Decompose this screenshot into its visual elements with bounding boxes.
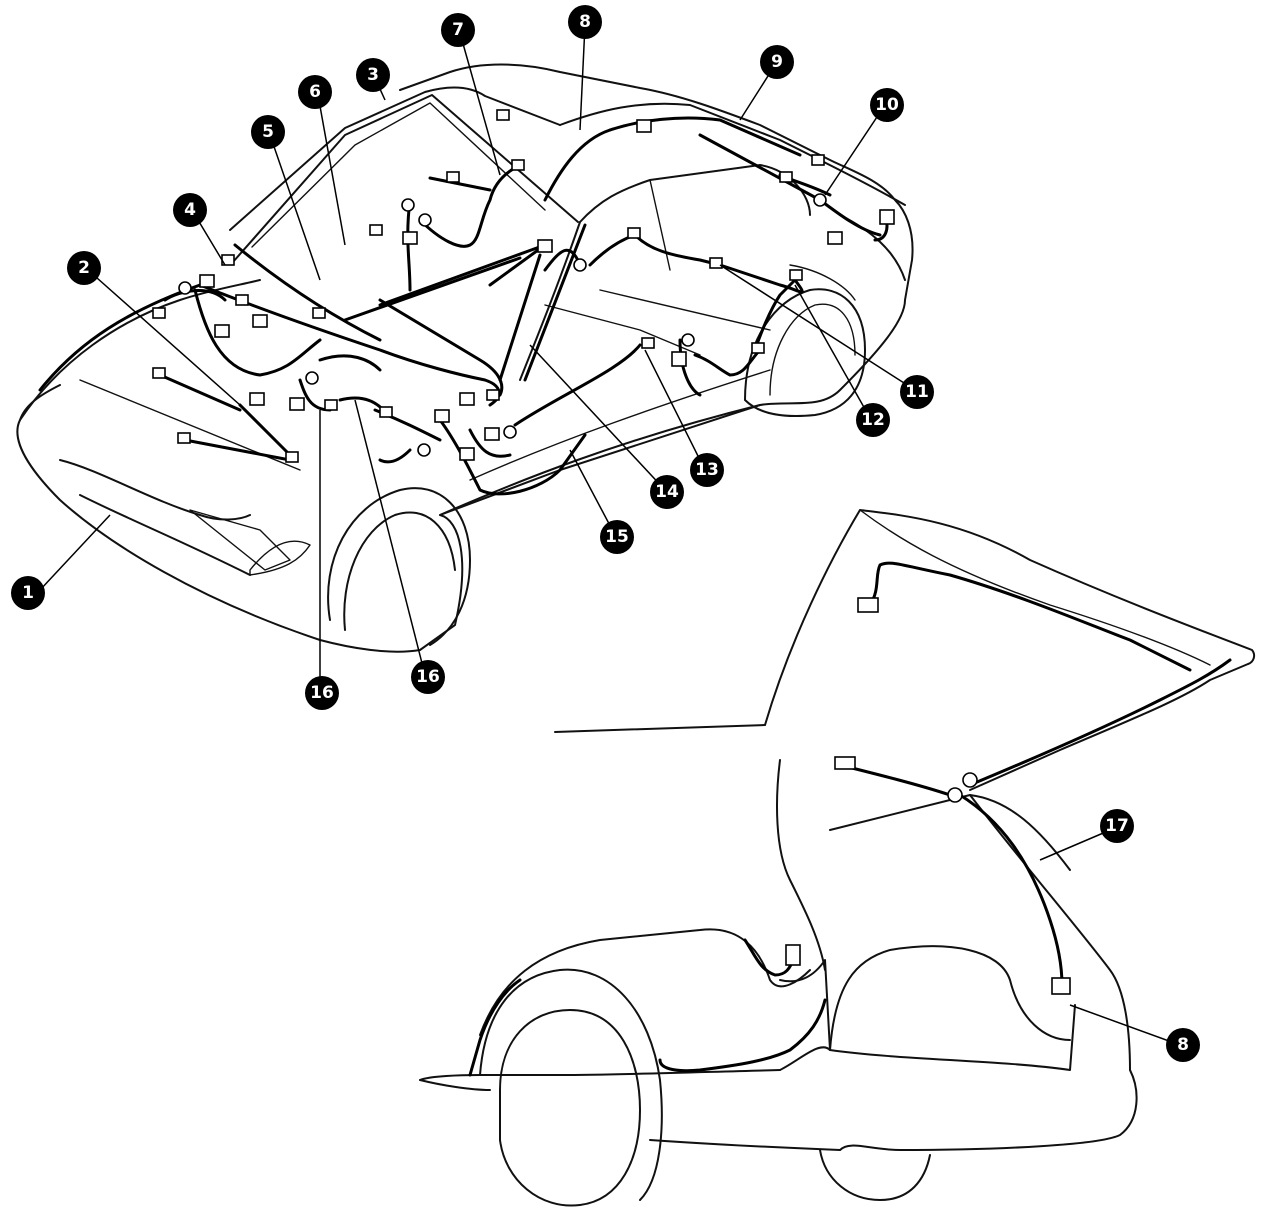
car-rear-view-connectors [785, 597, 1071, 995]
callout-10: 10 [870, 88, 904, 122]
car-rear-view-outline [419, 509, 1256, 1207]
callout-16-left: 16 [305, 676, 339, 710]
callout-3-label: 3 [367, 65, 379, 85]
callout-6: 6 [298, 75, 332, 109]
callout-13: 13 [690, 453, 724, 487]
callout-16-left-label: 16 [310, 683, 334, 703]
callout-12: 12 [856, 403, 890, 437]
callout-15-label: 15 [605, 527, 629, 547]
callout-8-rear-label: 8 [1177, 1035, 1189, 1055]
car-front-view-connectors [152, 109, 895, 463]
callout-9: 9 [760, 45, 794, 79]
callout-2-label: 2 [78, 258, 90, 278]
callout-16-right: 16 [411, 660, 445, 694]
callout-5-label: 5 [262, 122, 274, 142]
callout-14-label: 14 [655, 482, 679, 502]
callout-5: 5 [251, 115, 285, 149]
callout-11-label: 11 [905, 382, 929, 402]
callout-8-rear: 8 [1166, 1028, 1200, 1062]
car-front-view-harness [38, 116, 889, 496]
callout-3: 3 [356, 58, 390, 92]
callout-6-label: 6 [309, 82, 321, 102]
callout-14: 14 [650, 475, 684, 509]
callout-4-label: 4 [184, 200, 196, 220]
callout-13-label: 13 [695, 460, 719, 480]
callout-7-label: 7 [452, 20, 464, 40]
callout-4: 4 [173, 193, 207, 227]
car-rear-view-harness [468, 561, 1232, 1077]
callout-8-front: 8 [568, 5, 602, 39]
callout-8-front-label: 8 [579, 12, 591, 32]
callout-17-label: 17 [1105, 816, 1129, 836]
callout-17: 17 [1100, 809, 1134, 843]
callout-11: 11 [900, 375, 934, 409]
callout-1: 1 [11, 576, 45, 610]
callout-10-label: 10 [875, 95, 899, 115]
callout-9-label: 9 [771, 52, 783, 72]
callout-1-label: 1 [22, 583, 34, 603]
callout-2: 2 [67, 251, 101, 285]
car-front-view-outline [16, 63, 914, 653]
callout-7: 7 [441, 13, 475, 47]
callout-12-label: 12 [861, 410, 885, 430]
callout-15: 15 [600, 520, 634, 554]
callout-16-right-label: 16 [416, 667, 440, 687]
leader-lines [39, 24, 1181, 1046]
